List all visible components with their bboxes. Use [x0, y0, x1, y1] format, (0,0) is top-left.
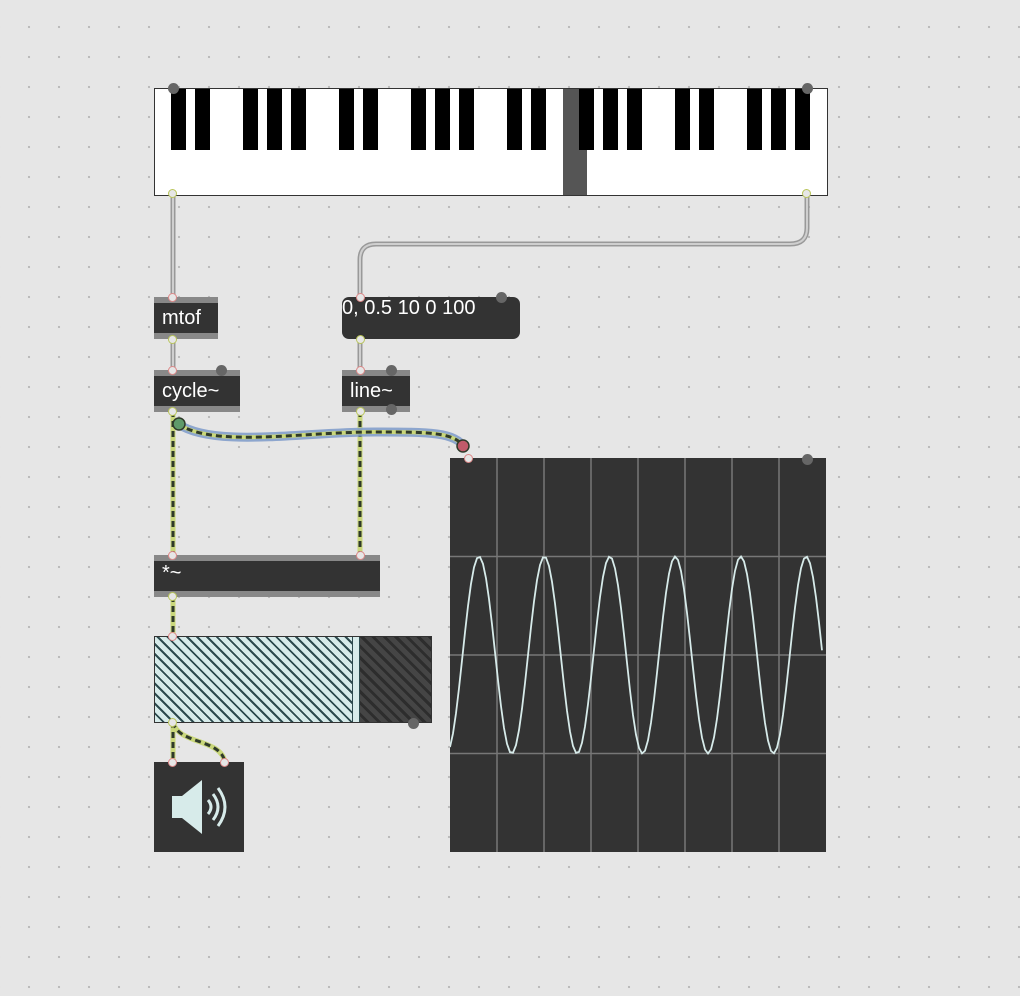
black-key[interactable]: [771, 89, 786, 150]
message-right-knob: [496, 292, 507, 303]
keyboard-inlet[interactable]: [168, 83, 179, 94]
line-right-inlet[interactable]: [386, 365, 397, 376]
gain-outlet[interactable]: [168, 718, 177, 727]
oscilloscope-display: [450, 458, 826, 852]
black-key[interactable]: [267, 89, 282, 150]
line-inlet[interactable]: [356, 366, 365, 375]
black-key[interactable]: [579, 89, 594, 150]
mtof-label: mtof: [162, 307, 201, 329]
speaker-icon: [172, 780, 227, 834]
object-top-bar: [154, 370, 240, 376]
cycle-phase-inlet[interactable]: [216, 365, 227, 376]
message-box[interactable]: 0, 0.5 10 0 100: [342, 297, 520, 339]
black-key[interactable]: [747, 89, 762, 150]
black-key[interactable]: [459, 89, 474, 150]
cord-keyboard-to-message[interactable]: [357, 193, 810, 297]
line-outlet[interactable]: [356, 407, 365, 416]
cycle-outlet[interactable]: [168, 407, 177, 416]
black-key[interactable]: [603, 89, 618, 150]
black-key[interactable]: [363, 89, 378, 150]
object-bottom-bar: [154, 333, 218, 339]
cycle-label: cycle~: [162, 380, 220, 402]
dac-speaker-button[interactable]: [154, 762, 244, 852]
piano-keyboard[interactable]: [154, 88, 828, 196]
dac-right-inlet[interactable]: [220, 758, 229, 767]
black-key[interactable]: [435, 89, 450, 150]
gain-slider-fill: [155, 637, 356, 722]
black-key[interactable]: [675, 89, 690, 150]
object-bottom-bar: [342, 406, 410, 412]
cycle-object[interactable]: cycle~: [154, 370, 240, 412]
black-key[interactable]: [531, 89, 546, 150]
black-key[interactable]: [411, 89, 426, 150]
black-key[interactable]: [339, 89, 354, 150]
mtof-outlet[interactable]: [168, 335, 177, 344]
multiply-right-inlet[interactable]: [356, 551, 365, 560]
multiply-left-inlet[interactable]: [168, 551, 177, 560]
object-top-bar: [154, 297, 218, 303]
scope-right-inlet[interactable]: [802, 454, 813, 465]
mtof-object[interactable]: mtof: [154, 297, 218, 339]
oscilloscope[interactable]: [450, 458, 826, 852]
object-top-bar: [154, 555, 380, 561]
keyboard-right-inlet[interactable]: [802, 83, 813, 94]
line-right-outlet[interactable]: [386, 404, 397, 415]
mtof-inlet[interactable]: [168, 293, 177, 302]
multiply-object[interactable]: *~: [154, 555, 380, 597]
black-key[interactable]: [699, 89, 714, 150]
keyboard-pitch-outlet[interactable]: [168, 189, 177, 198]
black-key[interactable]: [627, 89, 642, 150]
cord-gain-to-dac-right[interactable]: [170, 721, 228, 764]
multiply-label: *~: [162, 562, 182, 584]
gain-right-outlet: [408, 718, 419, 729]
object-top-bar: [342, 370, 410, 376]
oscilloscope-trace: [450, 554, 823, 756]
line-label: line~: [350, 380, 393, 402]
line-object[interactable]: line~: [342, 370, 410, 412]
message-outlet[interactable]: [356, 335, 365, 344]
keyboard-velocity-outlet[interactable]: [802, 189, 811, 198]
black-key[interactable]: [171, 89, 186, 150]
black-key[interactable]: [243, 89, 258, 150]
multiply-outlet[interactable]: [168, 592, 177, 601]
gain-slider[interactable]: [154, 636, 432, 723]
object-bottom-bar: [154, 406, 240, 412]
black-key[interactable]: [291, 89, 306, 150]
cord-cycle-to-scope-selected[interactable]: [172, 417, 470, 453]
object-bottom-bar: [154, 591, 380, 597]
cycle-frequency-inlet[interactable]: [168, 366, 177, 375]
scope-left-inlet[interactable]: [464, 454, 473, 463]
message-inlet[interactable]: [356, 293, 365, 302]
gain-inlet[interactable]: [168, 632, 177, 641]
dac-left-inlet[interactable]: [168, 758, 177, 767]
message-text: 0, 0.5 10 0 100: [342, 297, 476, 319]
black-key[interactable]: [195, 89, 210, 150]
gain-slider-handle[interactable]: [352, 637, 360, 722]
black-key[interactable]: [507, 89, 522, 150]
oscilloscope-grid: [450, 458, 826, 852]
black-key[interactable]: [795, 89, 810, 150]
